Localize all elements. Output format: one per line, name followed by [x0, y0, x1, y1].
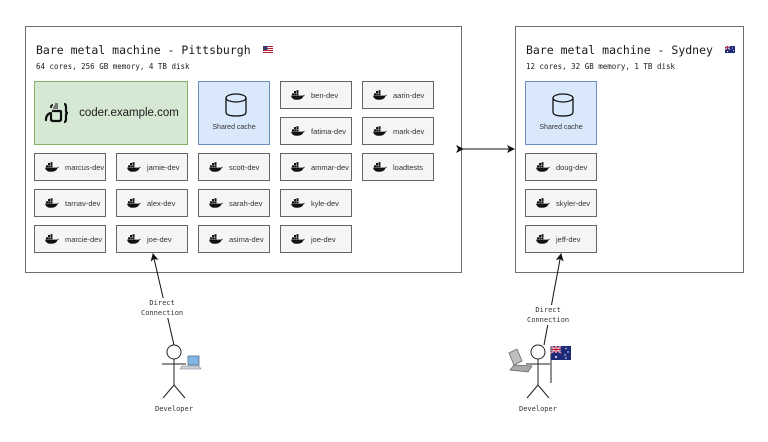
workspace-name: marcie-dev: [65, 234, 103, 244]
workspace-box[interactable]: marcus-dev: [34, 153, 106, 181]
machine-specs: 12 cores, 32 GB memory, 1 TB disk: [526, 62, 676, 71]
docker-icon: [291, 90, 305, 100]
workspace-name: joe-dev: [147, 234, 172, 244]
docker-icon: [373, 90, 387, 100]
laptop-icon: [508, 348, 533, 373]
workspace-box[interactable]: ammar-dev: [280, 153, 352, 181]
label-line: Connection: [141, 309, 184, 317]
docker-icon: [127, 198, 141, 208]
workspace-name: aarin-dev: [393, 90, 425, 100]
workspace-name: jeff-dev: [556, 234, 581, 244]
docker-icon: [536, 162, 550, 172]
workspace-box[interactable]: tarnav-dev: [34, 189, 106, 217]
workspace-box[interactable]: loadtests: [362, 153, 434, 181]
workspace-box[interactable]: scott-dev: [198, 153, 270, 181]
workspace-box[interactable]: joe-dev: [116, 225, 188, 253]
au-flag-icon: [724, 46, 735, 53]
docker-icon: [209, 198, 223, 208]
coder-url: coder.example.com: [79, 107, 179, 119]
machine-title: Bare metal machine - Pittsburgh: [36, 43, 273, 57]
workspace-name: fatima-dev: [311, 126, 347, 136]
workspace-name: mark-dev: [393, 126, 425, 136]
workspace-box[interactable]: alex-dev: [116, 189, 188, 217]
docker-icon: [536, 198, 550, 208]
docker-icon: [291, 126, 305, 136]
laptop-icon: [179, 355, 202, 370]
workspace-name: ammar-dev: [311, 162, 349, 172]
workspace-box[interactable]: marcie-dev: [34, 225, 106, 253]
workspace-box[interactable]: doug-dev: [525, 153, 597, 181]
workspace-box[interactable]: skyler-dev: [525, 189, 597, 217]
machine-title: Bare metal machine - Sydney: [526, 43, 735, 57]
database-icon: [225, 93, 247, 117]
developer-figure-left: [162, 344, 186, 399]
workspace-name: sarah-dev: [229, 198, 263, 208]
machine-title-text: Bare metal machine - Pittsburgh: [36, 43, 251, 57]
docker-icon: [536, 234, 550, 244]
docker-icon: [373, 162, 387, 172]
machine-title-text: Bare metal machine - Sydney: [526, 43, 713, 57]
workspace-box[interactable]: asima-dev: [198, 225, 270, 253]
workspace-name: joe-dev: [311, 234, 336, 244]
workspace-box[interactable]: fatima-dev: [280, 117, 352, 145]
workspace-name: alex-dev: [147, 198, 176, 208]
shared-cache-pittsburgh[interactable]: Shared cache: [198, 81, 270, 145]
coder-logo-icon: [45, 102, 69, 124]
workspace-box[interactable]: kyle-dev: [280, 189, 352, 217]
coder-server[interactable]: coder.example.com: [34, 81, 188, 145]
developer-figure-right: [526, 344, 550, 399]
workspace-box[interactable]: joe-dev: [280, 225, 352, 253]
workspace-name: tarnav-dev: [65, 198, 101, 208]
direct-connection-label-right: Direct Connection: [527, 305, 570, 325]
workspace-name: jamie-dev: [147, 162, 180, 172]
label-line: Connection: [527, 316, 570, 324]
machine-specs: 64 cores, 256 GB memory, 4 TB disk: [36, 62, 190, 71]
workspace-name: kyle-dev: [311, 198, 339, 208]
workspace-box[interactable]: jeff-dev: [525, 225, 597, 253]
docker-icon: [209, 162, 223, 172]
au-flag-icon: [550, 345, 571, 383]
workspace-box[interactable]: aarin-dev: [362, 81, 434, 109]
workspace-name: ben-dev: [311, 90, 339, 100]
workspace-name: asima-dev: [229, 234, 264, 244]
docker-icon: [291, 162, 305, 172]
cache-label: Shared cache: [212, 124, 256, 131]
docker-icon: [127, 234, 141, 244]
workspace-box[interactable]: ben-dev: [280, 81, 352, 109]
workspace-name: marcus-dev: [65, 162, 105, 172]
docker-icon: [45, 234, 59, 244]
developer-label-left: Developer: [155, 405, 193, 413]
workspace-name: skyler-dev: [556, 198, 591, 208]
us-flag-icon: [262, 46, 273, 53]
direct-connection-right: [543, 253, 564, 346]
shared-cache-sydney[interactable]: Shared cache: [525, 81, 597, 145]
workspace-name: doug-dev: [556, 162, 588, 172]
docker-icon: [127, 162, 141, 172]
label-line: Direct: [149, 299, 175, 307]
workspace-name: scott-dev: [229, 162, 260, 172]
direct-connection-label-left: Direct Connection: [141, 298, 184, 318]
docker-icon: [209, 234, 223, 244]
cache-label: Shared cache: [539, 124, 583, 131]
database-icon: [552, 93, 574, 117]
docker-icon: [45, 162, 59, 172]
workspace-box[interactable]: mark-dev: [362, 117, 434, 145]
developer-label-right: Developer: [519, 405, 557, 413]
docker-icon: [291, 234, 305, 244]
workspace-box[interactable]: sarah-dev: [198, 189, 270, 217]
docker-icon: [291, 198, 305, 208]
workspace-name: loadtests: [393, 162, 424, 172]
docker-icon: [45, 198, 59, 208]
label-line: Direct: [535, 306, 561, 314]
workspace-box[interactable]: jamie-dev: [116, 153, 188, 181]
docker-icon: [373, 126, 387, 136]
